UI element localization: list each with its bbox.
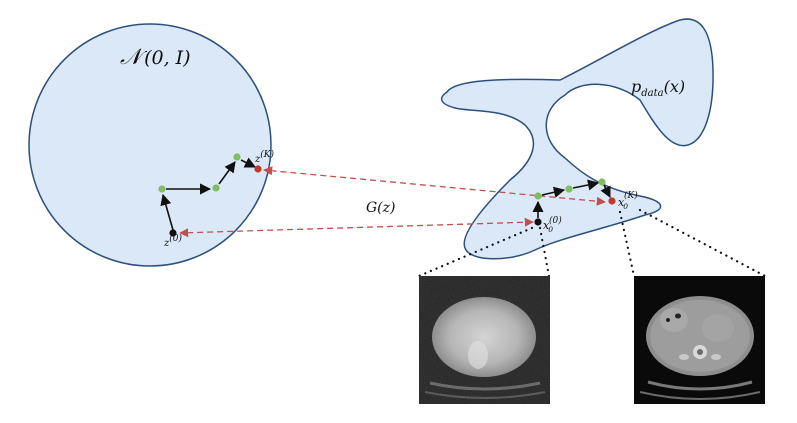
mapping-arrow-start [179, 217, 534, 238]
latent-end-point [254, 165, 262, 173]
latent-step-point [233, 153, 241, 161]
guide-clean-left [618, 210, 636, 278]
data-distribution-label: pdata(x) [631, 77, 685, 99]
data-manifold-region [440, 18, 714, 260]
data-end-point [608, 197, 616, 205]
generator-label: G(z) [366, 200, 395, 216]
data-path [532, 179, 611, 218]
mapping-arrow-end [263, 166, 606, 206]
guide-noisy-right [538, 226, 551, 278]
latent-step-arrow-3 [218, 161, 236, 185]
data-step-arrow-4 [600, 184, 611, 199]
data-step-point [565, 185, 573, 193]
guide-noisy-left [417, 226, 534, 278]
latent-step-arrow-1 [160, 193, 174, 231]
latent-path [160, 157, 257, 231]
data-step-point [534, 192, 542, 200]
noisy-ct-image [419, 276, 550, 404]
data-step-arrow-3 [572, 179, 600, 191]
latent-start-point [169, 229, 177, 237]
data-step-point [598, 178, 606, 186]
latent-step-point [212, 184, 220, 192]
latent-end-label: z(K) [254, 149, 275, 165]
image-guide-lines [417, 208, 767, 278]
data-step-arrow-2 [541, 186, 566, 198]
data-end-label: x0(K) [618, 190, 638, 211]
data-start-label: x0(0) [543, 215, 562, 234]
latent-label: 𝒩(0, I) [120, 45, 191, 70]
clean-ct-image [634, 276, 765, 404]
latent-step-point [158, 185, 166, 193]
data-start-point [534, 218, 542, 226]
latent-start-label: z(0) [163, 233, 183, 249]
latent-step-arrow-4 [240, 157, 257, 168]
guide-clean-right [638, 208, 767, 278]
latent-gaussian-region [28, 23, 272, 267]
